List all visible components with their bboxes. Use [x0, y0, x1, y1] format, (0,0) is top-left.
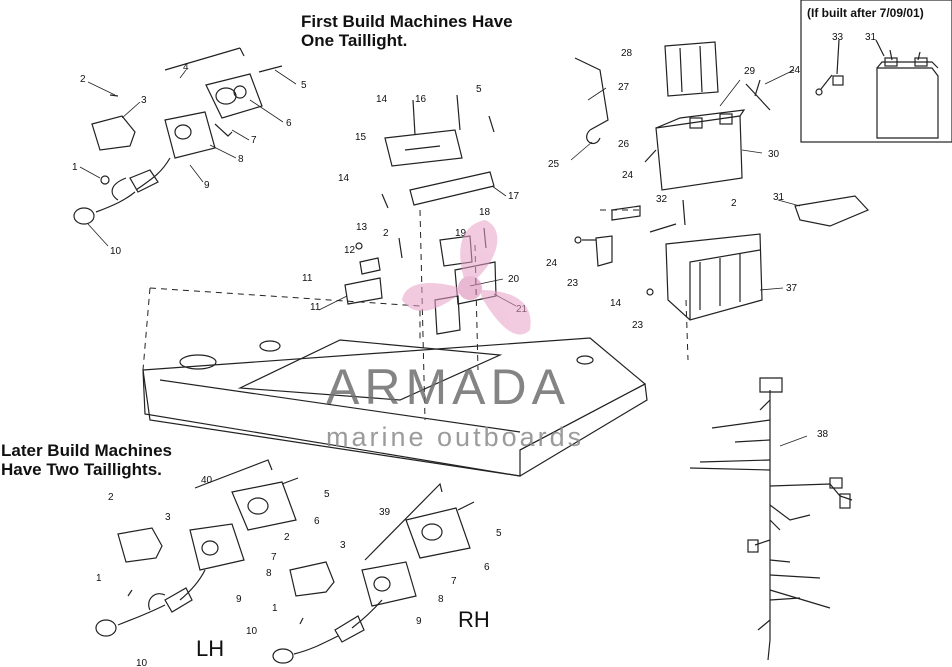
- callout: 9: [236, 594, 242, 605]
- callout: 31: [865, 32, 877, 43]
- callout: 24: [622, 170, 634, 181]
- watermark-tagline: marine outboards: [326, 422, 585, 452]
- callout: 2: [284, 532, 290, 543]
- callout: 30: [768, 149, 780, 160]
- wiring-harness-drawing: [689, 377, 853, 661]
- first-build-heading: First Build Machines Have One Taillight.: [301, 12, 513, 50]
- callout: 23: [632, 320, 644, 331]
- callout: 14: [338, 173, 350, 184]
- callout: 7: [271, 552, 277, 563]
- callout: 6: [286, 118, 292, 129]
- callout: 2: [383, 228, 389, 239]
- callout: 5: [301, 80, 307, 91]
- inset-bolt-nut-drawing: [815, 39, 885, 96]
- callout: 2: [731, 198, 737, 209]
- callout: 1: [272, 603, 278, 614]
- callout: 3: [340, 540, 346, 551]
- callout: 33: [832, 32, 844, 43]
- callout: 38: [817, 429, 829, 440]
- rh-label: RH: [458, 607, 490, 632]
- callout: 24: [789, 65, 801, 76]
- callout: 13: [356, 222, 368, 233]
- callout: 11: [302, 273, 313, 284]
- callout: 7: [451, 576, 457, 587]
- vehicle-pan-drawing: [142, 337, 648, 477]
- callout: 8: [238, 154, 244, 165]
- callout: 14: [376, 94, 388, 105]
- callout: 6: [314, 516, 320, 527]
- callout: 6: [484, 562, 490, 573]
- battery-assembly-drawing: [574, 41, 870, 321]
- callout: 8: [438, 594, 444, 605]
- callout-labels: 2 3 4 5 6 7 8 9 1 10 5 14 16 15 17 14 13…: [72, 32, 877, 667]
- callout: 39: [379, 507, 391, 518]
- callout: 5: [476, 84, 482, 95]
- callout: 9: [416, 616, 422, 627]
- callout: 24: [546, 258, 558, 269]
- callout: 17: [508, 191, 520, 202]
- callout: 16: [415, 94, 427, 105]
- callout: 2: [108, 492, 114, 503]
- callout: 20: [508, 274, 520, 285]
- callout: 12: [344, 245, 356, 256]
- propeller-logo: [402, 220, 531, 335]
- callout: 9: [204, 180, 210, 191]
- callout: 40: [201, 475, 213, 486]
- callout: 2: [80, 74, 86, 85]
- callout: 11: [310, 302, 321, 313]
- callout: 23: [567, 278, 579, 289]
- callout: 14: [610, 298, 622, 309]
- callout: 10: [246, 626, 258, 637]
- callout: 26: [618, 139, 630, 150]
- rh-taillight-drawing: [272, 482, 475, 664]
- callout: 10: [136, 658, 148, 667]
- callout: 10: [110, 246, 122, 257]
- inset-box: [800, 0, 952, 143]
- callout: 31: [773, 192, 785, 203]
- callout: 8: [266, 568, 272, 579]
- callout: 1: [72, 162, 78, 173]
- callout: 37: [786, 283, 798, 294]
- callout: 4: [183, 62, 189, 73]
- lh-label: LH: [196, 636, 225, 661]
- callout: 29: [744, 66, 756, 77]
- inset-battery-drawing: [876, 49, 939, 139]
- lh-taillight-drawing: [95, 459, 299, 637]
- later-build-heading: Later Build Machines Have Two Taillights…: [1, 441, 172, 479]
- callout: 15: [355, 132, 367, 143]
- callout: 27: [618, 82, 630, 93]
- callout: 7: [251, 135, 257, 146]
- top-left-taillight-drawing: [73, 47, 283, 225]
- callout: 25: [548, 159, 560, 170]
- callout: 5: [496, 528, 502, 539]
- callout: 5: [324, 489, 330, 500]
- callout: 1: [96, 573, 102, 584]
- callout: 3: [141, 95, 147, 106]
- callout: 18: [479, 207, 491, 218]
- callout: 3: [165, 512, 171, 523]
- pan-dashed-outline: [142, 209, 689, 421]
- callout: 32: [656, 194, 668, 205]
- inset-note: (If built after 7/09/01): [807, 6, 924, 20]
- callout: 28: [621, 48, 633, 59]
- callout: 19: [455, 228, 467, 239]
- watermark-brand: ARMADA: [326, 359, 570, 415]
